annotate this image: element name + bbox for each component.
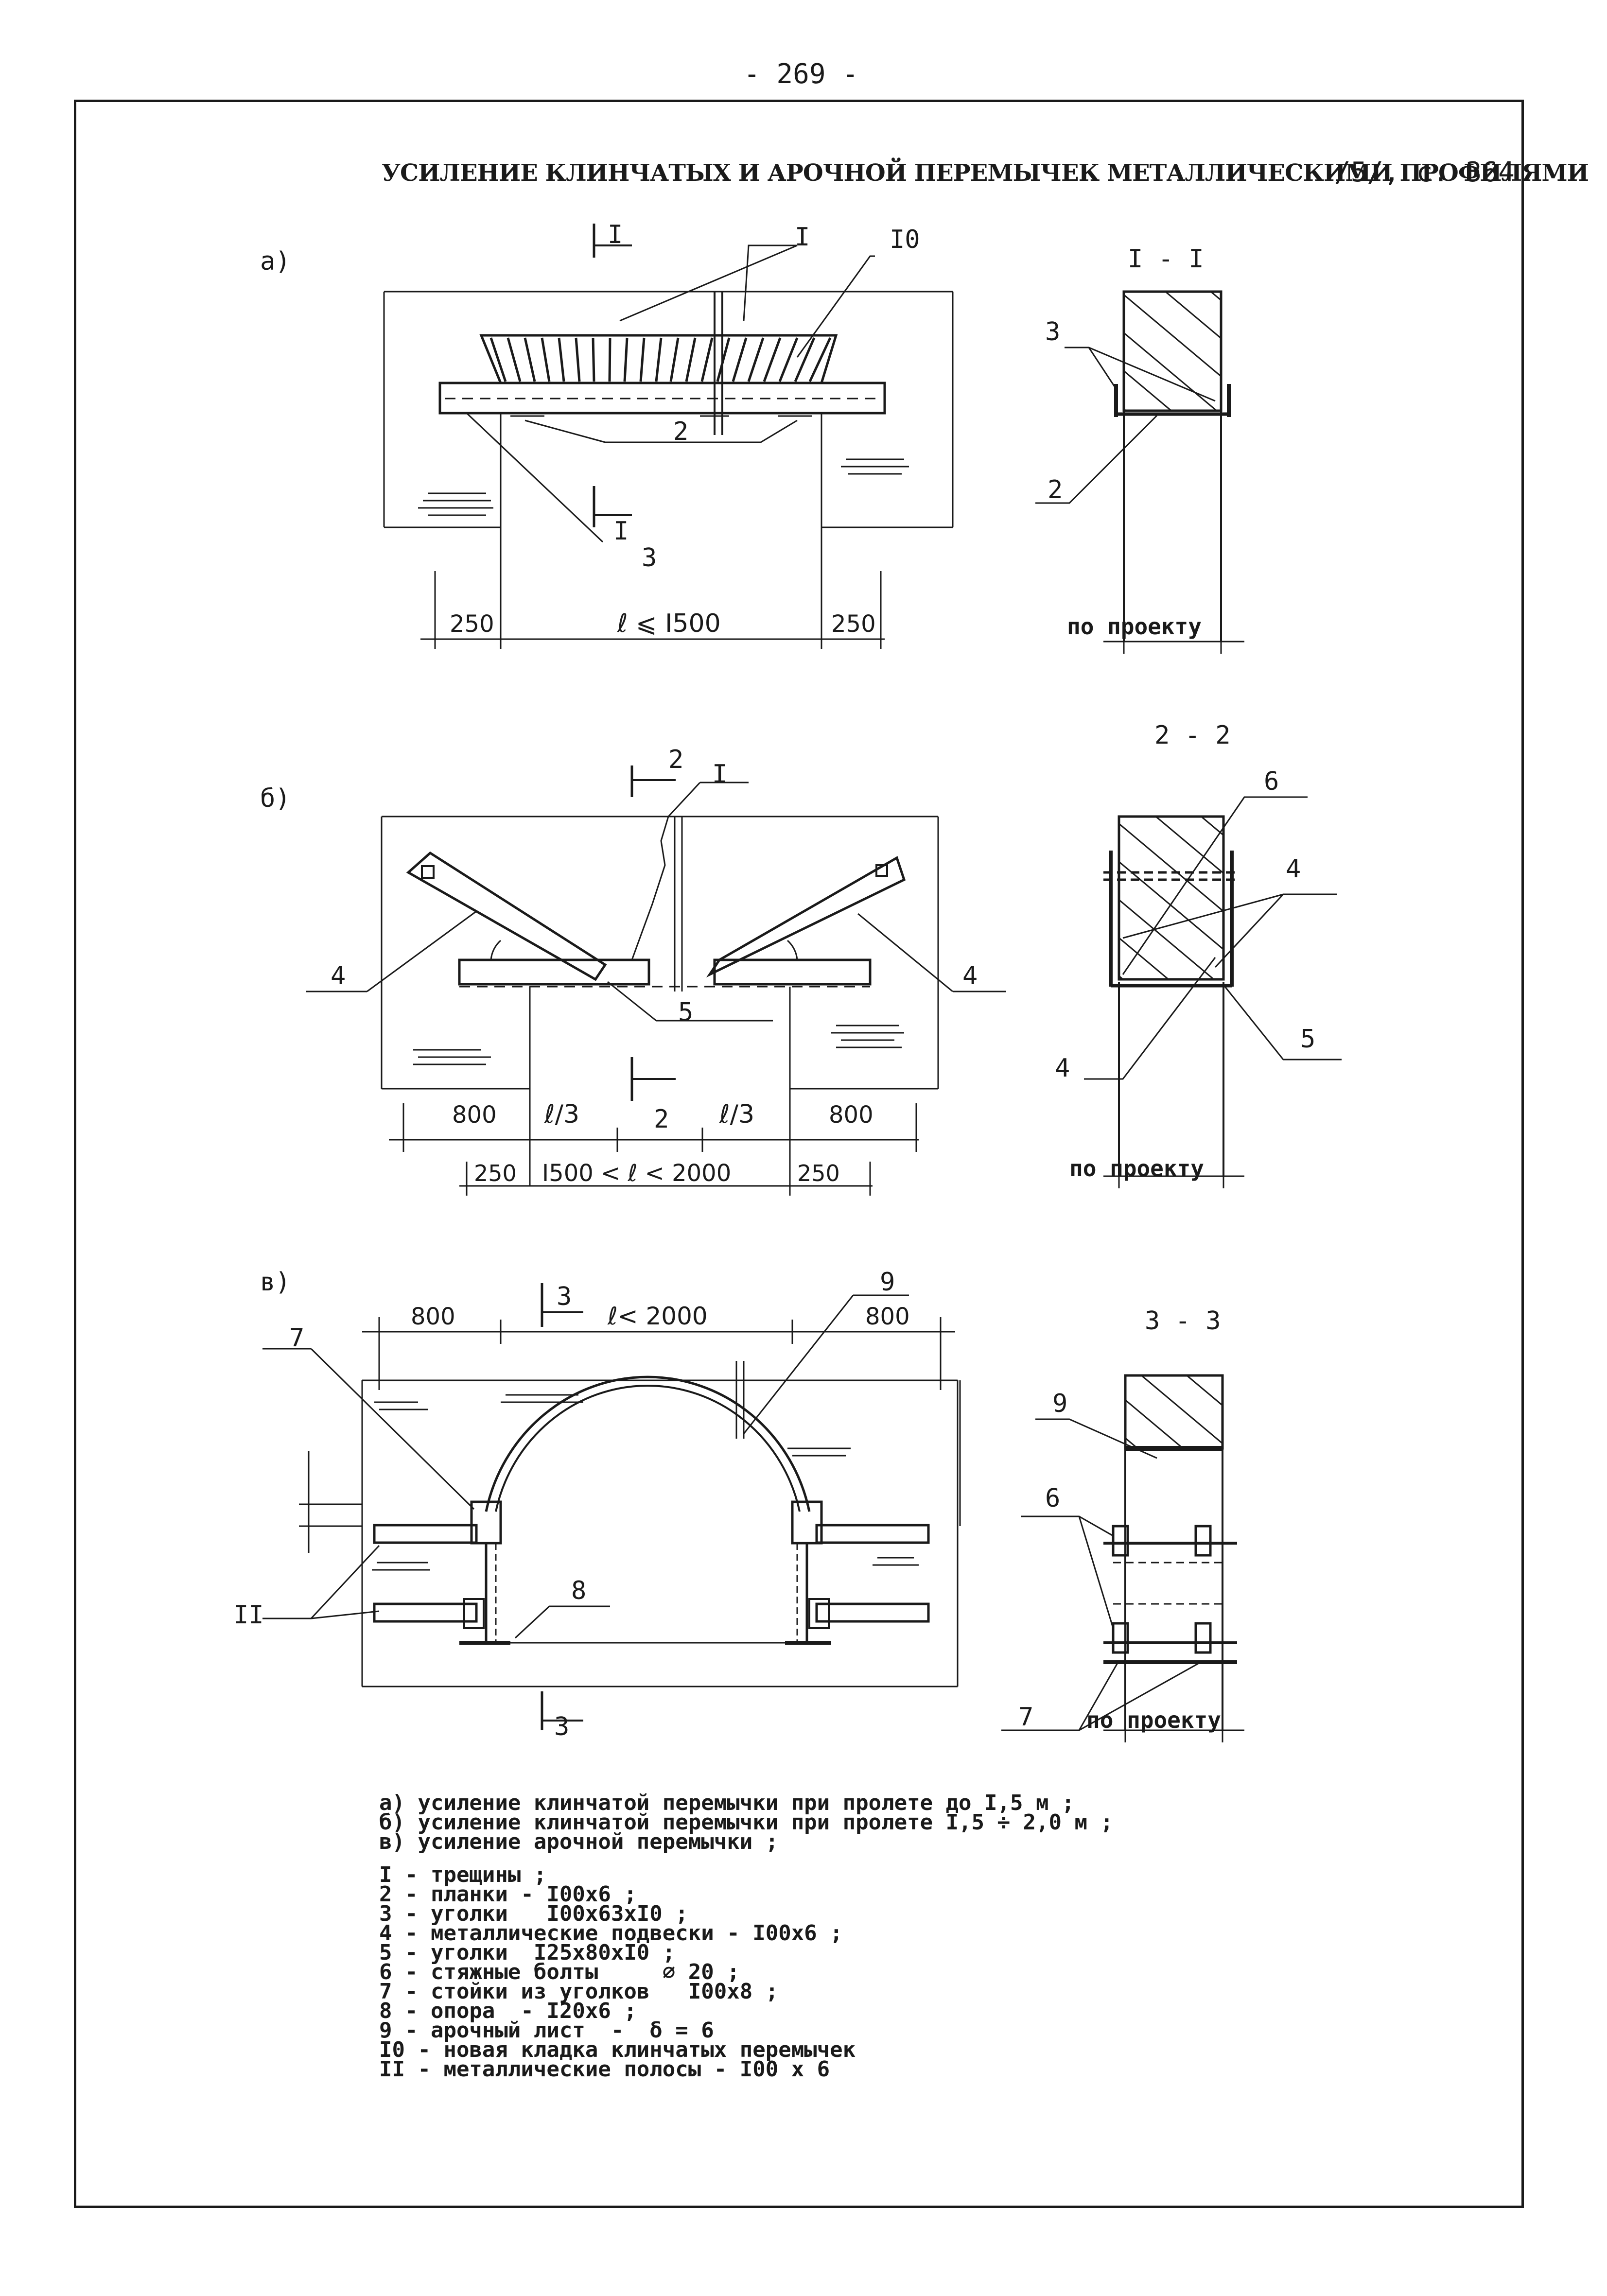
diagram-b-dim-800-right: 800 xyxy=(829,1101,873,1129)
section-2-2-callout-hanger: 4 xyxy=(1286,854,1301,884)
diagram-a-dim-right: 250 xyxy=(831,610,876,638)
source-reference: /5/, с. 364 xyxy=(1334,157,1515,188)
legend-item-2: 2 - планки - I00x6 ; xyxy=(379,1882,637,1907)
diagram-a-callout-plates: 2 xyxy=(673,417,688,446)
legend-item-4: 4 - металлические подвески - I00x6 ; xyxy=(379,1921,843,1946)
diagram-b-callout-crack: I xyxy=(712,760,727,789)
section-1-1 xyxy=(1035,290,1244,654)
section-3-3-note: по проекту xyxy=(1086,1707,1221,1733)
legend-item-7: 7 - стойки из уголков I00x8 ; xyxy=(379,1979,779,2004)
section-3-3-title: 3 - 3 xyxy=(1145,1306,1221,1336)
diagram-a-dim-span: ℓ ⩽ I500 xyxy=(617,609,721,638)
section-3-3-callout-arch-sheet: 9 xyxy=(1052,1389,1067,1418)
legend-item-11: II - металлические полосы - I00 x 6 xyxy=(379,2057,830,2082)
section-2-2-callout-bolts: 6 xyxy=(1264,767,1279,796)
legend-cases: а) усиление клинчатой перемычки при прол… xyxy=(379,1791,1113,1854)
diagram-a-letter: а) xyxy=(260,247,291,276)
legend-item-9: 9 - арочный лист - δ = 6 xyxy=(379,2018,714,2043)
diagram-a-callout-cracks: I xyxy=(795,223,810,252)
legend-case-c: в) усиление арочной перемычки ; xyxy=(379,1829,779,1854)
diagram-c xyxy=(262,1283,961,1730)
diagram-b-section-mark-bottom: 2 xyxy=(654,1105,669,1134)
section-1-1-note: по проекту xyxy=(1067,613,1202,640)
diagram-b-section-mark-top: 2 xyxy=(668,745,683,774)
legend-item-1: I - трещины ; xyxy=(379,1862,547,1887)
diagram-a-callout-angles: 3 xyxy=(642,543,657,573)
legend-item-8: 8 - опора - I20x6 ; xyxy=(379,1999,637,2023)
diagram-c-dim-800-right: 800 xyxy=(865,1303,910,1330)
legend-item-6: 6 - стяжные болты ⌀ 20 ; xyxy=(379,1960,740,1984)
legend-item-5: 5 - уголки I25x80xI0 ; xyxy=(379,1940,676,1965)
diagram-c-section-mark-bottom: 3 xyxy=(554,1712,569,1741)
section-2-2-callout-angles: 5 xyxy=(1300,1025,1315,1054)
legend: а) усиление клинчатой перемычки при прол… xyxy=(379,1791,1113,2093)
diagram-b-dim-third-right: ℓ/3 xyxy=(719,1100,754,1129)
diagram-c-callout-arch-sheet: 9 xyxy=(880,1268,895,1297)
drawing-frame xyxy=(74,100,1524,2208)
legend-item-10: I0 - новая кладка клинчатых перемычек xyxy=(379,2037,856,2062)
diagram-a-section-mark-top: I xyxy=(608,220,623,249)
diagram-c-section-mark-top: 3 xyxy=(557,1282,572,1311)
diagram-a-section-mark-bottom: I xyxy=(613,517,629,546)
section-2-2 xyxy=(1084,796,1342,1188)
section-1-1-title: I - I xyxy=(1128,244,1204,274)
section-3-3 xyxy=(1001,1374,1244,1742)
diagram-b-callout-hanger-left: 4 xyxy=(331,961,346,991)
page-number: - 269 - xyxy=(744,58,859,90)
legend-items: I - трещины ; 2 - планки - I00x6 ; 3 - у… xyxy=(379,1862,1113,2082)
legend-case-b: б) усиление клинчатой перемычки при прол… xyxy=(379,1810,1113,1835)
diagram-b-letter: б) xyxy=(260,784,291,813)
diagram-c-callout-strips: II xyxy=(233,1600,264,1630)
legend-item-3: 3 - уголки I00x63xI0 ; xyxy=(379,1901,688,1926)
diagram-b xyxy=(306,765,1006,1196)
diagram-c-dim-800-left: 800 xyxy=(411,1303,455,1330)
diagram-b-dim-250-right: 250 xyxy=(797,1160,840,1186)
section-2-2-title: 2 - 2 xyxy=(1154,721,1231,750)
section-3-3-callout-bolts: 6 xyxy=(1045,1484,1060,1513)
diagram-b-callout-hanger-right: 4 xyxy=(962,961,978,991)
diagram-c-callout-support: 8 xyxy=(571,1576,586,1605)
diagram-c-letter: в) xyxy=(260,1268,291,1297)
section-2-2-callout-hanger-bottom: 4 xyxy=(1055,1054,1070,1083)
legend-case-a: а) усиление клинчатой перемычки при прол… xyxy=(379,1791,1075,1815)
diagram-b-dim-third-left: ℓ/3 xyxy=(544,1100,579,1129)
diagram-a-dim-left: 250 xyxy=(450,610,494,638)
diagram-b-dim-800-left: 800 xyxy=(452,1101,497,1129)
section-1-1-callout-angles: 3 xyxy=(1045,317,1060,347)
diagram-a xyxy=(383,224,954,649)
section-1-1-callout-plate: 2 xyxy=(1048,475,1063,504)
diagram-c-dim-span: ℓ< 2000 xyxy=(607,1302,708,1330)
diagram-b-callout-angles: 5 xyxy=(678,998,693,1027)
diagram-b-dim-span: I500 < ℓ < 2000 xyxy=(542,1160,731,1187)
diagram-a-callout-new-masonry: I0 xyxy=(890,225,920,254)
section-2-2-note: по проекту xyxy=(1069,1155,1204,1182)
section-3-3-callout-posts: 7 xyxy=(1018,1703,1033,1732)
sheet-title: УСИЛЕНИЕ КЛИНЧАТЫХ И АРОЧНОЙ ПЕРЕМЫЧЕК М… xyxy=(382,159,1589,187)
diagram-c-callout-posts: 7 xyxy=(289,1323,304,1353)
diagram-b-dim-250-left: 250 xyxy=(474,1160,517,1186)
